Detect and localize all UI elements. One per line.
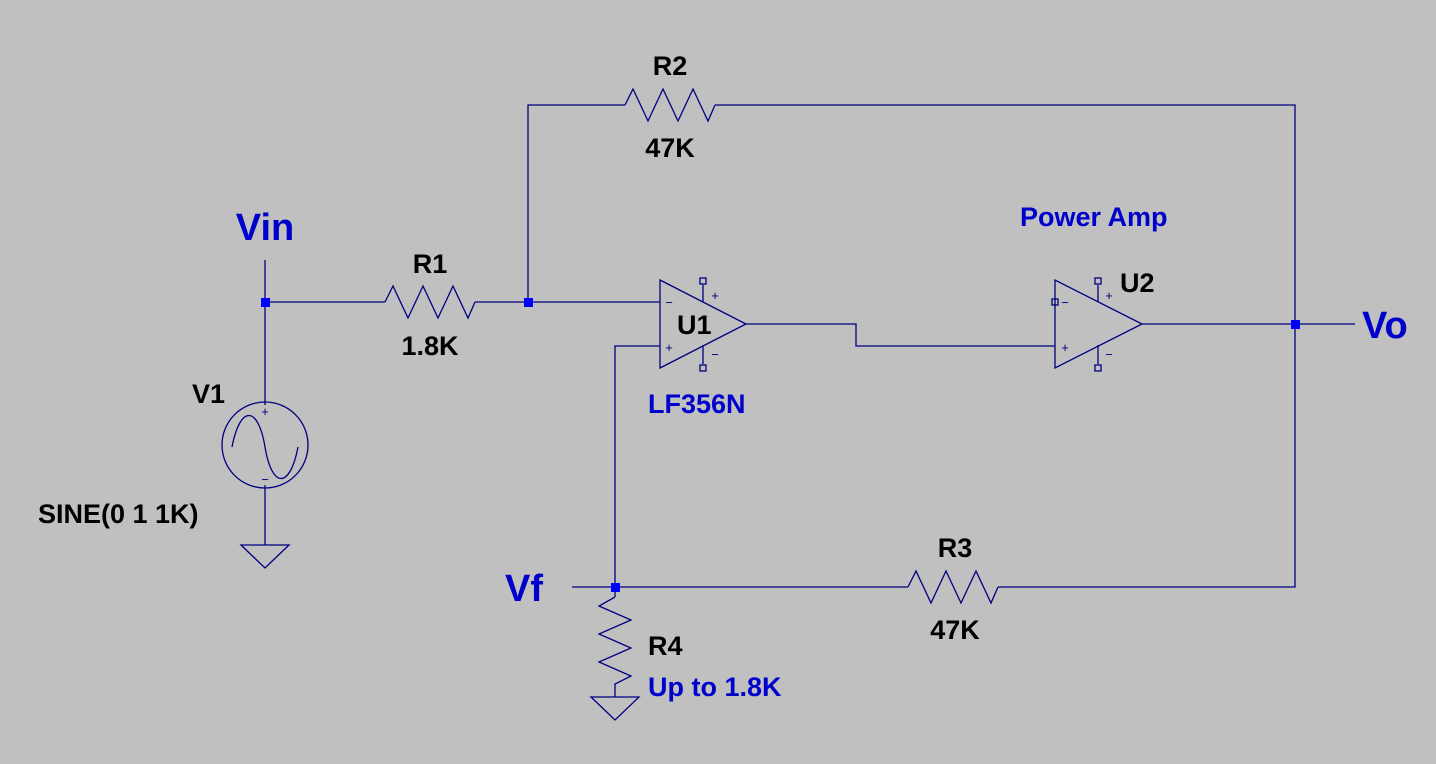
v1-name: V1 bbox=[192, 379, 225, 409]
r3-name: R3 bbox=[938, 533, 973, 563]
resistor-r4[interactable] bbox=[597, 596, 633, 697]
u1-name: U1 bbox=[677, 310, 712, 340]
r4-value: Up to 1.8K bbox=[648, 672, 782, 702]
u2-minus-input: − bbox=[1061, 295, 1069, 310]
u1-plus-input: + bbox=[665, 340, 673, 355]
v1-value: SINE(0 1 1K) bbox=[38, 499, 199, 529]
u2-vminus-pin: − bbox=[1105, 347, 1113, 362]
wire-u1-plus-vf[interactable] bbox=[614, 345, 660, 587]
u2-plus-input: + bbox=[1061, 340, 1069, 355]
ground-r4[interactable] bbox=[589, 696, 641, 721]
r2-name: R2 bbox=[653, 51, 688, 81]
net-label-vo: Vo bbox=[1362, 305, 1408, 347]
u1-vminus-pin: − bbox=[711, 347, 719, 362]
u1-vplus-pin: + bbox=[711, 288, 719, 303]
u2-name: U2 bbox=[1120, 268, 1155, 298]
junction-vin[interactable] bbox=[261, 298, 270, 307]
u2-description: Power Amp bbox=[1020, 202, 1168, 232]
r1-value: 1.8K bbox=[401, 331, 459, 361]
wire-nodea-r2[interactable] bbox=[527, 104, 625, 302]
wire-r2-vo[interactable] bbox=[715, 104, 1296, 588]
u1-minus-input: − bbox=[665, 295, 673, 310]
net-label-vf: Vf bbox=[505, 568, 543, 610]
junction-vf[interactable] bbox=[611, 583, 620, 592]
u2-vplus-pin: + bbox=[1105, 288, 1113, 303]
ground-v1[interactable] bbox=[239, 544, 291, 569]
opamp-u2[interactable]: − + + − bbox=[1051, 277, 1144, 372]
junction-vo[interactable] bbox=[1291, 320, 1300, 329]
v1-minus-sign: − bbox=[261, 472, 269, 487]
resistor-r2[interactable] bbox=[624, 87, 716, 123]
opamp-u1[interactable]: − + + − bbox=[659, 277, 748, 372]
wires bbox=[264, 104, 1355, 597]
voltage-source-v1[interactable]: + − bbox=[221, 401, 309, 489]
r3-value: 47K bbox=[930, 615, 980, 645]
u1-model: LF356N bbox=[648, 389, 746, 419]
r4-name: R4 bbox=[648, 631, 683, 661]
r1-name: R1 bbox=[413, 249, 448, 279]
r2-value: 47K bbox=[645, 133, 695, 163]
v1-plus-sign: + bbox=[261, 404, 269, 419]
resistor-r3[interactable] bbox=[907, 569, 999, 605]
junction-node-a[interactable] bbox=[524, 298, 533, 307]
wire-u1-u2[interactable] bbox=[746, 323, 1055, 347]
net-label-vin: Vin bbox=[236, 207, 294, 249]
resistor-r1[interactable] bbox=[384, 284, 476, 320]
